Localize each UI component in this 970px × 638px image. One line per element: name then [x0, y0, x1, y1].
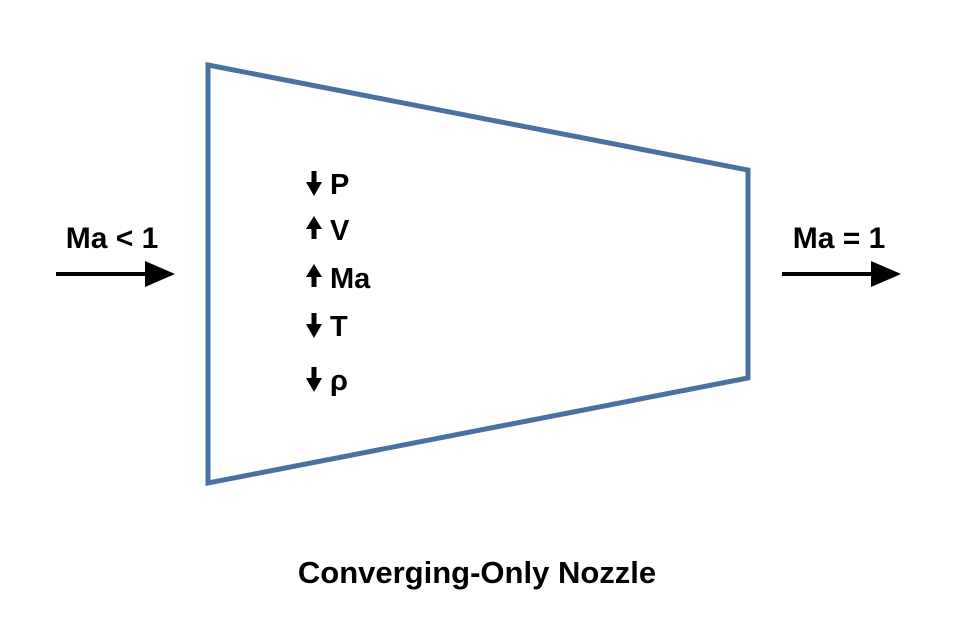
- outlet-flow-arrow-icon: [782, 261, 901, 287]
- arrow-up-icon: [306, 216, 322, 239]
- arrow-up-icon: [306, 264, 322, 287]
- property-row-4: T: [306, 311, 348, 343]
- property-symbol: Ma: [330, 263, 371, 295]
- property-symbol: P: [330, 169, 349, 201]
- property-row-3: Ma: [306, 263, 371, 295]
- property-symbol: V: [330, 215, 350, 247]
- arrow-down-icon: [306, 367, 322, 392]
- inlet-mach-label: Ma < 1: [66, 222, 159, 255]
- arrow-down-icon: [306, 313, 322, 338]
- diagram-title: Converging-Only Nozzle: [298, 555, 656, 590]
- arrow-down-icon: [306, 171, 322, 196]
- property-symbol: T: [330, 311, 348, 343]
- outlet-mach-label: Ma = 1: [793, 222, 886, 255]
- property-row-2: V: [306, 215, 350, 247]
- property-row-5: ρ: [306, 365, 348, 397]
- nozzle-outline: [205, 61, 751, 487]
- property-row-1: P: [306, 169, 349, 201]
- inlet-flow-arrow-icon: [56, 261, 175, 287]
- property-symbol: ρ: [330, 365, 348, 397]
